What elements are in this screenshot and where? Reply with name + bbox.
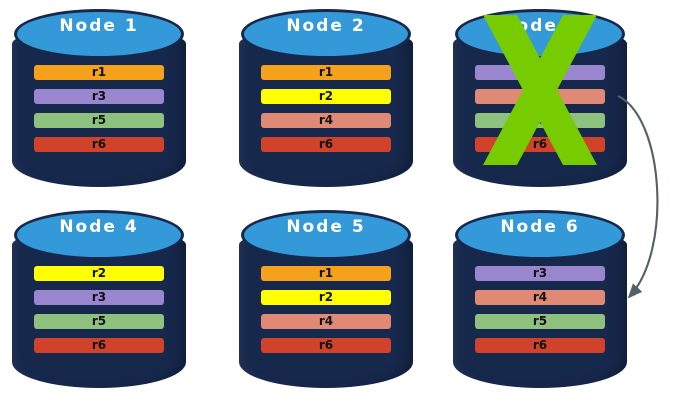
replica-block-r5[interactable]: r5 bbox=[34, 113, 164, 128]
replica-block-r3[interactable]: r3 bbox=[475, 65, 605, 80]
replica-block-list: r1 r2 r4 r6 bbox=[261, 266, 391, 353]
replica-block-r1[interactable]: r1 bbox=[34, 65, 164, 80]
cylinder-top-ellipse bbox=[14, 9, 184, 59]
replica-block-r5[interactable]: r5 bbox=[475, 314, 605, 329]
replica-block-r4[interactable]: r4 bbox=[261, 113, 391, 128]
replica-block-r5[interactable]: r5 bbox=[34, 314, 164, 329]
cylinder-top-ellipse bbox=[241, 9, 411, 59]
cylinder-top-ellipse bbox=[241, 210, 411, 260]
replica-block-r1[interactable]: r1 bbox=[261, 65, 391, 80]
replica-block-r4[interactable]: r4 bbox=[261, 314, 391, 329]
replica-block-r4[interactable]: r4 bbox=[475, 290, 605, 305]
replica-block-list: r3 r4 r5 r6 bbox=[475, 65, 605, 152]
replica-block-r2[interactable]: r2 bbox=[261, 89, 391, 104]
cylinder-top-ellipse bbox=[455, 9, 625, 59]
cylinder-top-ellipse bbox=[455, 210, 625, 260]
replica-block-r6[interactable]: r6 bbox=[475, 137, 605, 152]
replica-block-r6[interactable]: r6 bbox=[34, 338, 164, 353]
replica-block-r6[interactable]: r6 bbox=[34, 137, 164, 152]
replica-block-r1[interactable]: r1 bbox=[261, 266, 391, 281]
replica-block-r4[interactable]: r4 bbox=[475, 89, 605, 104]
replica-block-r2[interactable]: r2 bbox=[34, 266, 164, 281]
replica-block-list: r2 r3 r5 r6 bbox=[34, 266, 164, 353]
replica-block-r3[interactable]: r3 bbox=[34, 290, 164, 305]
replica-block-list: r3 r4 r5 r6 bbox=[475, 266, 605, 353]
replica-block-r6[interactable]: r6 bbox=[475, 338, 605, 353]
replica-block-list: r1 r3 r5 r6 bbox=[34, 65, 164, 152]
cylinder-top-ellipse bbox=[14, 210, 184, 260]
replica-block-r5[interactable]: r5 bbox=[475, 113, 605, 128]
replica-block-list: r1 r2 r4 r6 bbox=[261, 65, 391, 152]
replica-block-r6[interactable]: r6 bbox=[261, 137, 391, 152]
replica-block-r6[interactable]: r6 bbox=[261, 338, 391, 353]
replica-block-r3[interactable]: r3 bbox=[34, 89, 164, 104]
replica-block-r3[interactable]: r3 bbox=[475, 266, 605, 281]
replica-block-r2[interactable]: r2 bbox=[261, 290, 391, 305]
